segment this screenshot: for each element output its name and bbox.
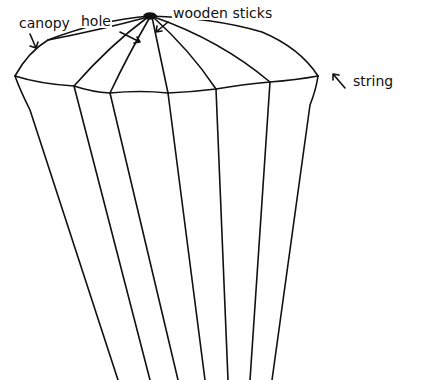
part-label: wooden sticks [172, 6, 273, 20]
part-label: string [352, 74, 394, 88]
part-label: canopy [18, 16, 71, 30]
canopy-hole [144, 13, 156, 19]
canopy-outline [15, 16, 318, 93]
strings [15, 76, 318, 380]
part-label: hole [80, 14, 112, 28]
canopy-ribs [48, 17, 270, 93]
leader-arrows [30, 22, 345, 88]
